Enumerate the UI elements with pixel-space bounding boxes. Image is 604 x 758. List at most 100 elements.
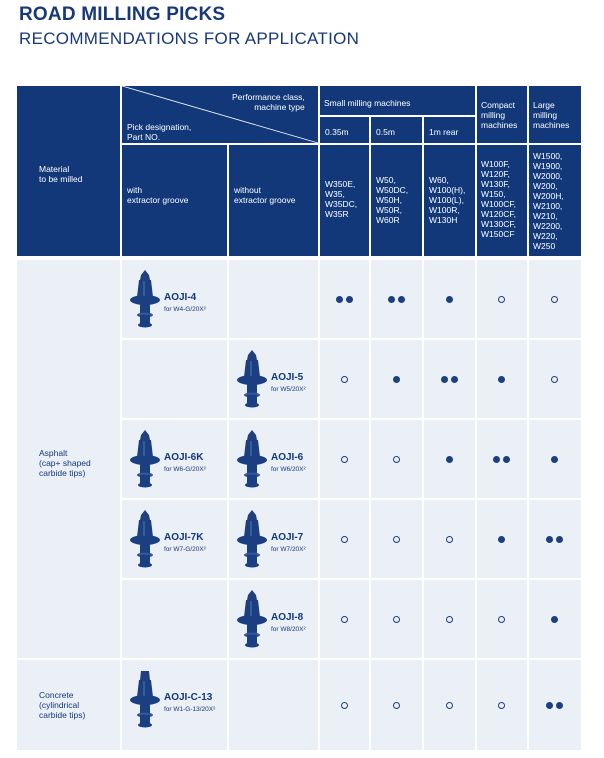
open-dot-icon <box>551 296 558 303</box>
open-dot-icon <box>341 616 348 623</box>
machine-models-cell: W60, W100(H), W100(L), W100R, W130H <box>424 145 475 256</box>
with-groove-cell: AOJI-7K for W7-G/20X² <box>122 500 227 578</box>
concrete-pick-icon <box>130 671 160 728</box>
material-header-label: Material to be milled <box>39 164 83 184</box>
filled-dot-icon <box>498 536 505 543</box>
open-dot-icon <box>498 616 505 623</box>
with-groove-cell <box>122 580 227 658</box>
rating-cell <box>477 500 527 578</box>
pick-name: AOJI-7K <box>164 532 204 543</box>
filled-dot-icon <box>398 296 405 303</box>
machine-models-cell: W1500, W1900, W2000, W200, W200H, W2100,… <box>529 145 581 256</box>
width-035-header: 0.35m <box>320 117 369 143</box>
filled-dot-icon <box>446 296 453 303</box>
width-1-label: 1m rear <box>429 127 459 137</box>
pick-compatibility: for W4-G/20X² <box>164 306 206 313</box>
large-machines-label: Large milling machines <box>533 100 570 130</box>
rating-cell <box>424 420 475 498</box>
pick-name: AOJI-5 <box>271 372 304 383</box>
pick-name: AOJI-8 <box>271 612 304 623</box>
pick-compatibility: for W6/20X² <box>271 466 306 473</box>
rating-cell <box>477 580 527 658</box>
rating-cell <box>529 260 581 338</box>
machine-models-cell: W50, W50DC, W50H, W50R, W60R <box>371 145 422 256</box>
rating-cell <box>371 500 422 578</box>
without-groove-cell <box>229 660 318 750</box>
with-groove-cell <box>122 340 227 418</box>
filled-dot-icon <box>556 702 563 709</box>
machine-models-label: W60, W100(H), W100(L), W100R, W130H <box>429 175 466 225</box>
filled-dot-icon <box>336 296 343 303</box>
compact-machines-label: Compact milling machines <box>481 100 518 130</box>
rating-cell <box>320 340 369 418</box>
header-diagonal-line <box>122 86 318 143</box>
material-header: Material to be milled <box>17 86 120 256</box>
filled-dot-icon <box>556 536 563 543</box>
road-milling-pick-icon <box>130 510 160 568</box>
rating-cell <box>424 500 475 578</box>
open-dot-icon <box>393 702 400 709</box>
road-milling-pick-icon <box>237 430 267 488</box>
rating-cell <box>371 660 422 750</box>
open-dot-icon <box>446 536 453 543</box>
rating-cell <box>529 660 581 750</box>
asphalt-material-cell: Asphalt (cap+ shaped carbide tips) <box>17 260 120 658</box>
open-dot-icon <box>341 536 348 543</box>
rating-cell <box>320 660 369 750</box>
pick-name: AOJI-6K <box>164 452 204 463</box>
page-title: ROAD MILLING PICKS <box>19 4 226 25</box>
width-1-header: 1m rear <box>424 117 475 143</box>
filled-dot-icon <box>451 376 458 383</box>
small-machines-label: Small milling machines <box>324 98 411 108</box>
filled-dot-icon <box>546 702 553 709</box>
rating-cell <box>320 420 369 498</box>
machine-models-label: W50, W50DC, W50H, W50R, W60R <box>376 175 409 225</box>
rating-cell <box>529 580 581 658</box>
filled-dot-icon <box>551 456 558 463</box>
rating-cell <box>371 420 422 498</box>
filled-dot-icon <box>498 376 505 383</box>
filled-dot-icon <box>346 296 353 303</box>
rating-cell <box>424 660 475 750</box>
asphalt-label: Asphalt (cap+ shaped carbide tips) <box>39 448 91 478</box>
filled-dot-icon <box>441 376 448 383</box>
filled-dot-icon <box>446 456 453 463</box>
performance-class-label: Performance class, machine type <box>232 92 305 112</box>
pick-designation-header: Pick designation, Part NO.Performance cl… <box>122 86 318 143</box>
open-dot-icon <box>498 702 505 709</box>
large-machines-header: Large milling machines <box>529 86 581 143</box>
pick-name: AOJI-C-13 <box>164 692 213 703</box>
open-dot-icon <box>341 702 348 709</box>
rating-cell <box>371 340 422 418</box>
rating-cell <box>529 340 581 418</box>
width-035-label: 0.35m <box>325 127 349 137</box>
rating-cell <box>477 340 527 418</box>
road-milling-pick-icon <box>237 590 267 648</box>
open-dot-icon <box>341 456 348 463</box>
pick-compatibility: for W7-G/20X² <box>164 546 206 553</box>
rating-cell <box>320 580 369 658</box>
open-dot-icon <box>341 376 348 383</box>
rating-cell <box>320 260 369 338</box>
concrete-material-cell: Concrete (cylindrical carbide tips) <box>17 660 120 750</box>
machine-models-label: W1500, W1900, W2000, W200, W200H, W2100,… <box>533 151 564 251</box>
rating-cell <box>477 260 527 338</box>
small-machines-header: Small milling machines <box>320 86 475 115</box>
machine-models-label: W100F, W120F, W130F, W150, W100CF, W120C… <box>481 159 516 239</box>
pick-name: AOJI-6 <box>271 452 304 463</box>
width-05-header: 0.5m <box>371 117 422 143</box>
machine-models-cell: W350E, W35, W35DC, W35R <box>320 145 369 256</box>
machine-models-cell: W100F, W120F, W130F, W150, W100CF, W120C… <box>477 145 527 256</box>
concrete-label: Concrete (cylindrical carbide tips) <box>39 690 86 720</box>
road-milling-pick-icon <box>237 510 267 568</box>
pick-name: AOJI-7 <box>271 532 304 543</box>
width-05-label: 0.5m <box>376 127 395 137</box>
filled-dot-icon <box>388 296 395 303</box>
filled-dot-icon <box>393 376 400 383</box>
rating-cell <box>477 660 527 750</box>
